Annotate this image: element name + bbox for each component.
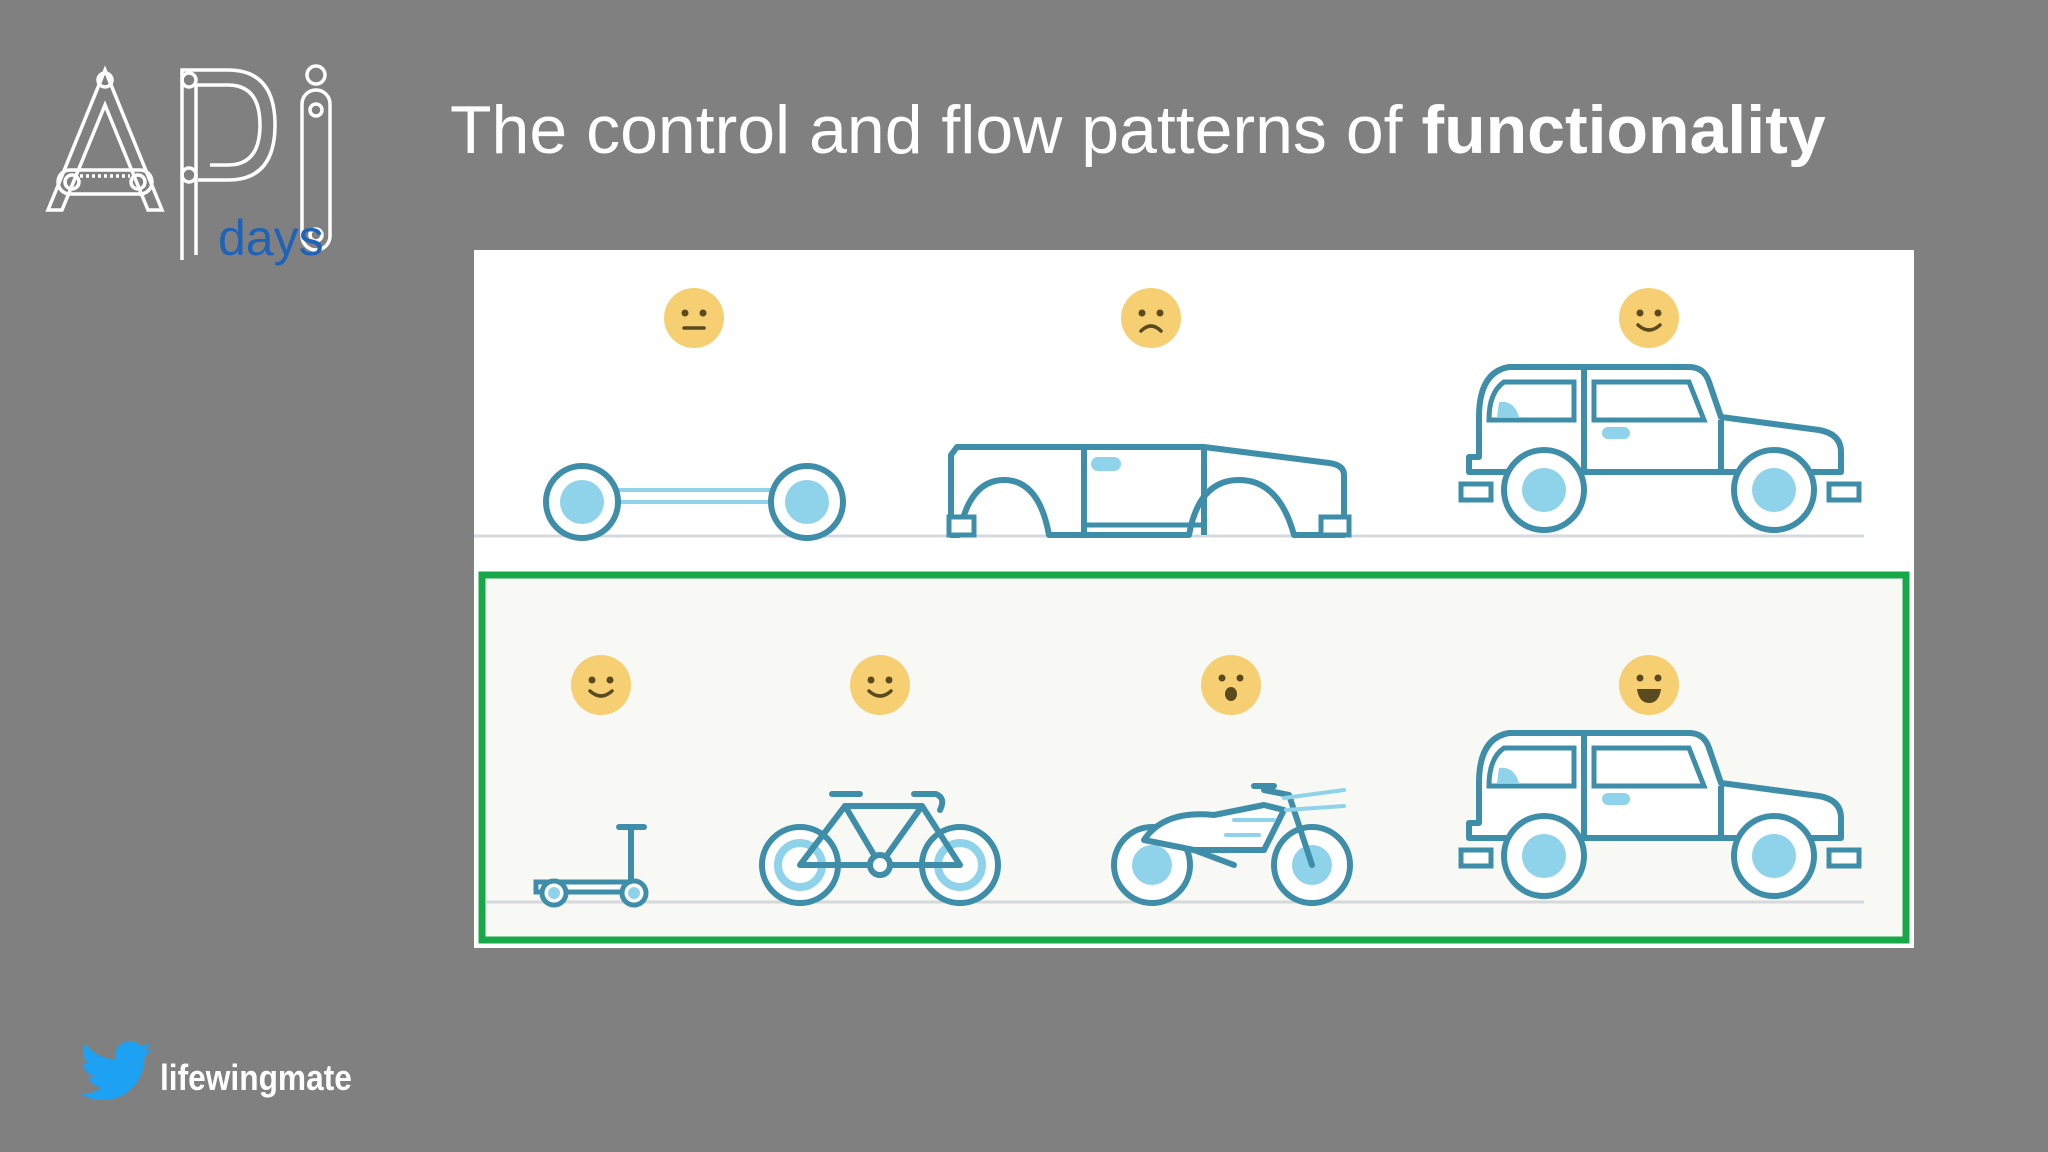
surprised-face-icon (1201, 655, 1261, 715)
neutral-face-icon (664, 288, 724, 348)
logo-days: days (218, 210, 324, 266)
twitter-bird-icon (80, 1041, 152, 1101)
apidays-logo: days (45, 64, 332, 266)
smile-face-icon (1619, 288, 1679, 348)
slide-title-bold: functionality (1421, 92, 1826, 168)
slide-title-regular: The control and flow patterns of (450, 92, 1422, 168)
scooter-illustration (533, 824, 649, 908)
motorcycle-illustration (1111, 783, 1353, 906)
smile-face-icon (571, 655, 631, 715)
smile-face-icon (850, 655, 910, 715)
wheels-axle-illustration (543, 463, 846, 541)
slide-title: The control and flow patterns of functio… (450, 96, 1826, 164)
twitter-handle: lifewingmate (160, 1057, 352, 1098)
sad-face-icon (1121, 288, 1181, 348)
mvp-illustration (474, 250, 1914, 948)
car-body-illustration (946, 444, 1352, 538)
car-illustration (1461, 367, 1859, 530)
bicycle-illustration (759, 791, 1001, 906)
grin-face-icon (1619, 655, 1679, 715)
